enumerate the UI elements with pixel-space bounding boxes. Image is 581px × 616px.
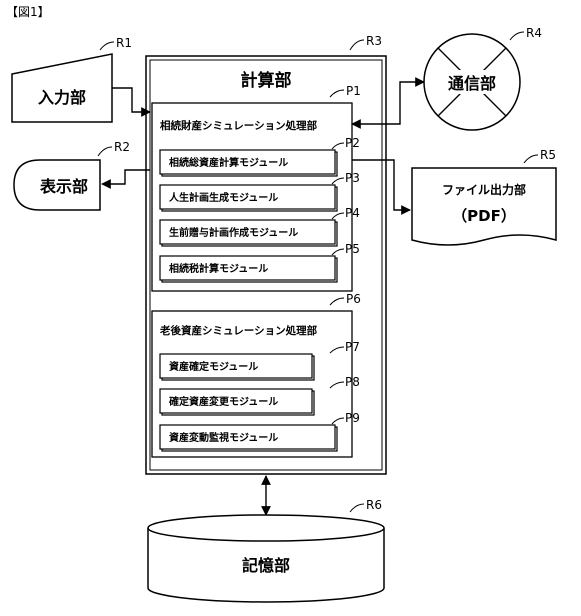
inheritance-sim-title: 相続財産シミュレーション処理部	[160, 119, 318, 132]
comm-unit-ref: R4	[526, 26, 542, 40]
module-label: 相続総資産計算モジュール	[169, 156, 288, 169]
calc-unit-ref: R3	[366, 34, 382, 48]
file-output-unit: ファイル出力部 （PDF） R5	[411, 148, 557, 246]
storage-unit-label: 記憶部	[242, 556, 290, 575]
display-unit: 表示部 R2	[13, 140, 130, 211]
file-output-label: ファイル出力部	[442, 182, 526, 197]
storage-unit: 記憶部 R6	[147, 498, 385, 603]
input-unit-ref: R1	[116, 36, 132, 50]
module-ref: P5	[345, 242, 360, 256]
input-arrow	[112, 87, 151, 117]
inheritance-sim-group: 相続財産シミュレーション処理部 P1 相続総資産計算モジュール P2 人生計画生…	[151, 84, 361, 292]
module-label: 人生計画生成モジュール	[169, 191, 278, 204]
module-ref: P3	[345, 171, 360, 185]
module-ref: P2	[345, 136, 360, 150]
display-arrow	[101, 169, 150, 189]
module-ref: P8	[345, 375, 360, 389]
figure-label: 【図1】	[6, 5, 50, 19]
display-unit-ref: R2	[114, 140, 130, 154]
file-output-arrow	[352, 159, 411, 215]
comm-arrow	[351, 77, 425, 129]
module-label: 資産確定モジュール	[169, 360, 258, 373]
module-label: 相続税計算モジュール	[169, 262, 268, 275]
file-output-format: （PDF）	[452, 207, 516, 225]
retirement-sim-title: 老後資産シミュレーション処理部	[159, 324, 318, 337]
module-ref: P7	[345, 340, 360, 354]
storage-unit-ref: R6	[366, 498, 382, 512]
file-output-ref: R5	[540, 148, 556, 162]
comm-unit: 通信部 R4	[423, 26, 542, 131]
input-unit-label: 入力部	[38, 88, 86, 107]
retirement-sim-group: 老後資産シミュレーション処理部 P6 資産確定モジュール P7 確定資産変更モジ…	[151, 292, 361, 458]
inheritance-sim-ref: P1	[346, 84, 361, 98]
module-ref: P4	[345, 206, 360, 220]
display-unit-label: 表示部	[39, 177, 88, 196]
module-label: 確定資産変更モジュール	[169, 395, 278, 408]
calc-unit-title: 計算部	[241, 70, 292, 91]
module-label: 生前贈与計画作成モジュール	[169, 226, 298, 239]
input-unit: 入力部 R1	[11, 36, 132, 123]
module-ref: P9	[345, 411, 360, 425]
comm-unit-label: 通信部	[448, 74, 496, 93]
retirement-sim-ref: P6	[346, 292, 361, 306]
module-label: 資産変動監視モジュール	[169, 431, 278, 444]
